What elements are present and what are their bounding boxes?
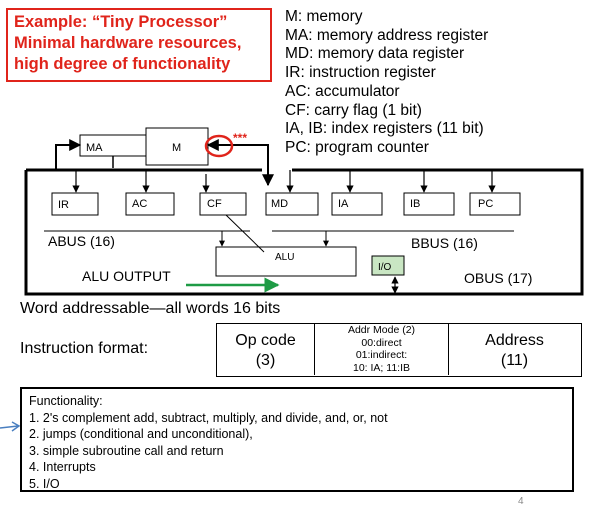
legend-ma: MA: memory address register — [285, 26, 489, 44]
md-register — [265, 192, 319, 216]
addrmode-title: Addr Mode (2) — [347, 324, 416, 336]
functionality-item: 1. 2's complement add, subtract, multipl… — [29, 410, 388, 425]
ia-label: IA — [338, 198, 349, 210]
cf-register — [199, 192, 247, 216]
ma-label: MA — [86, 142, 103, 154]
cf-label: CF — [207, 198, 222, 210]
cf-to-alu — [225, 214, 265, 253]
address-field: Address (11) — [449, 324, 580, 375]
alu-block — [215, 246, 357, 277]
highlight-stars: *** — [233, 131, 247, 145]
address-title: Address — [485, 332, 544, 349]
ir-label: IR — [58, 199, 69, 211]
opcode-field: Op code (3) — [217, 324, 315, 375]
title-line-3: high degree of functionality — [14, 55, 231, 73]
io-label: I/O — [378, 262, 392, 273]
functionality-item: 5. I/O — [29, 476, 60, 491]
legend-pc: PC: program counter — [285, 138, 429, 156]
memory-block — [145, 127, 209, 166]
ia-register — [331, 192, 383, 216]
instruction-format-table: Op code (3) Addr Mode (2) 00:direct 01:i… — [216, 323, 582, 377]
legend-md: MD: memory data register — [285, 45, 465, 63]
title-box: Example: “Tiny Processor” Minimal hardwa… — [6, 8, 272, 82]
ib-label: IB — [410, 198, 420, 210]
register-legend: M: memory MA: memory address register MD… — [285, 8, 488, 158]
title-line-2: Minimal hardware resources, — [14, 34, 242, 52]
legend-ac: AC: accumulator — [285, 82, 400, 100]
page-number: 4 — [518, 496, 524, 507]
functionality-heading: Functionality: — [29, 394, 103, 408]
ac-register — [125, 192, 175, 216]
functionality-item: 4. Interrupts — [29, 460, 96, 474]
addrmode-00: 00:direct — [361, 336, 402, 349]
pc-label: PC — [478, 198, 493, 210]
ir-register — [51, 192, 99, 216]
highlight-circle — [204, 134, 234, 158]
m-label: M — [172, 142, 181, 154]
legend-ia-ib: IA, IB: index registers (11 bit) — [285, 120, 484, 138]
ma-feed-line — [55, 139, 82, 170]
opcode-bits: (3) — [255, 352, 276, 369]
pointer-arrow-icon — [0, 421, 21, 432]
obus-label: OBUS (17) — [464, 270, 532, 286]
datapath-diagram: MA M *** IR AC CF MD IA IB PC ABUS (16) … — [24, 127, 584, 296]
alu-label: ALU — [275, 252, 294, 263]
functionality-item: 2. jumps (conditional and unconditional)… — [29, 427, 253, 441]
alu-output-label: ALU OUTPUT — [82, 268, 171, 284]
memory-md-line — [206, 139, 274, 187]
instruction-format-label: Instruction format: — [20, 340, 149, 357]
addrmode-10-11: 10: IA; 11:IB — [352, 361, 410, 374]
pc-register — [469, 192, 521, 216]
bbus-label: BBUS (16) — [411, 235, 478, 251]
word-addressable-note: Word addressable—all words 16 bits — [20, 300, 281, 317]
legend-cf: CF: carry flag (1 bit) — [285, 101, 422, 119]
io-block — [371, 255, 405, 276]
address-bits: (11) — [500, 352, 529, 369]
datapath-frame — [24, 168, 584, 296]
addrmode-01: 01:indirect: — [355, 349, 408, 361]
functionality-box: Functionality: 1. 2's complement add, su… — [20, 387, 574, 492]
title-line-1: Example: “Tiny Processor” — [14, 13, 228, 31]
addrmode-field: Addr Mode (2) 00:direct 01:indirect: 10:… — [315, 324, 449, 375]
md-label: MD — [271, 198, 288, 210]
ib-register — [403, 192, 455, 216]
abus-label: ABUS (16) — [48, 233, 115, 249]
functionality-item: 3. simple subroutine call and return — [29, 443, 224, 458]
opcode-title: Op code — [235, 332, 296, 349]
ac-label: AC — [132, 198, 147, 210]
legend-memory: M: memory — [285, 8, 363, 25]
legend-ir: IR: instruction register — [285, 64, 436, 82]
